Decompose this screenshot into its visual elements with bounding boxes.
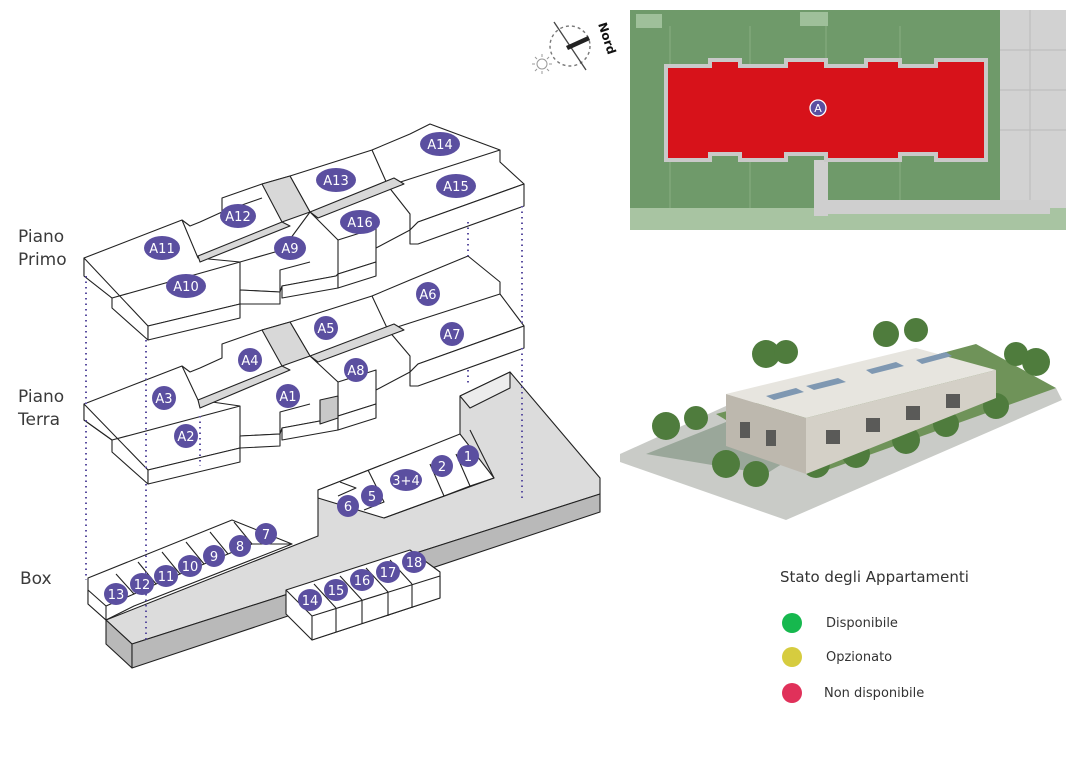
- level-label-box: Box: [20, 569, 52, 589]
- unit-badge-box-9[interactable]: [203, 545, 225, 567]
- building-render-image: [620, 318, 1062, 520]
- unit-badge-box-17[interactable]: [376, 561, 400, 583]
- unit-badge-box-14[interactable]: [298, 589, 322, 611]
- unit-badge-label: A16: [347, 216, 372, 231]
- unit-badge-label: 17: [380, 566, 397, 581]
- status-dot-icon: [782, 683, 802, 703]
- unit-badge-terra-A5[interactable]: [314, 316, 338, 340]
- unit-badge-primo-A9[interactable]: [274, 236, 306, 260]
- unit-badge-label: A12: [225, 210, 250, 225]
- unit-badge-terra-A1[interactable]: [276, 384, 300, 408]
- unit-badge-label: A5: [317, 322, 334, 337]
- unit-badge-box-8[interactable]: [229, 535, 251, 557]
- unit-badge-box-3+4[interactable]: [390, 469, 422, 491]
- unit-badge-label: 11: [158, 570, 175, 585]
- unit-badge-terra-A2[interactable]: [174, 424, 198, 448]
- unit-badge-label: A11: [149, 242, 174, 257]
- unit-badge-primo-A16[interactable]: [340, 210, 380, 234]
- unit-badge-label: 6: [344, 500, 352, 515]
- legend-item-opzionato: Opzionato: [782, 646, 892, 668]
- unit-badge-label: A13: [323, 174, 348, 189]
- unit-badge-terra-A8[interactable]: [344, 358, 368, 382]
- unit-badge-box-15[interactable]: [324, 579, 348, 601]
- unit-badge-box-5[interactable]: [361, 485, 383, 507]
- status-dot-icon: [782, 647, 802, 667]
- status-dot-icon: [782, 613, 802, 633]
- unit-badge-primo-A13[interactable]: [316, 168, 356, 192]
- level-label-line: Piano: [18, 227, 65, 247]
- unit-badge-primo-A11[interactable]: [144, 236, 180, 260]
- alignment-lines: [85, 206, 523, 640]
- unit-badge-label: A15: [443, 180, 468, 195]
- unit-badge-label: A2: [177, 430, 194, 445]
- unit-badge-primo-A14[interactable]: [420, 132, 460, 156]
- unit-badge-label: A14: [427, 138, 452, 153]
- compass-label: Nord: [595, 21, 618, 57]
- unit-badge-label: 1: [464, 450, 472, 465]
- level-label-piano-primo: Piano Primo: [18, 226, 67, 272]
- unit-badge-box-6[interactable]: [337, 495, 359, 517]
- floor-piano-terra: [83, 255, 525, 485]
- unit-badge-label: A1: [279, 390, 296, 405]
- site-plan-map[interactable]: A: [630, 10, 1066, 230]
- unit-badge-label: A9: [281, 242, 298, 257]
- level-label-line: Terra: [18, 410, 61, 430]
- unit-badge-label: A7: [443, 328, 460, 343]
- north-arrow-icon: [566, 36, 590, 50]
- legend-label: Disponibile: [826, 615, 898, 631]
- level-label-piano-terra: Piano Terra: [18, 386, 64, 432]
- unit-badge-terra-A6[interactable]: [416, 282, 440, 306]
- unit-badge-box-7[interactable]: [255, 523, 277, 545]
- legend-label: Opzionato: [826, 649, 893, 665]
- building-marker[interactable]: [809, 99, 827, 117]
- unit-badge-label: 14: [302, 594, 319, 609]
- unit-badge-label: A6: [419, 288, 436, 303]
- level-label-line: Primo: [18, 250, 67, 270]
- unit-badge-label: 5: [368, 490, 376, 505]
- unit-badge-label: 15: [328, 584, 345, 599]
- legend-item-disponibile: Disponibile: [782, 612, 898, 634]
- unit-badge-label: 2: [438, 460, 446, 475]
- unit-badge-primo-A10[interactable]: [166, 274, 206, 298]
- unit-badge-terra-A7[interactable]: [440, 322, 464, 346]
- unit-badge-label: A10: [173, 280, 198, 295]
- unit-badge-label: 10: [182, 560, 199, 575]
- unit-badge-label: 18: [406, 556, 423, 571]
- unit-badge-label: 12: [134, 578, 151, 593]
- legend-title: Stato degli Appartamenti: [780, 568, 969, 586]
- building-marker-label: A: [814, 102, 822, 115]
- unit-badge-box-13[interactable]: [104, 583, 128, 605]
- unit-badge-box-2[interactable]: [431, 455, 453, 477]
- unit-badge-box-12[interactable]: [130, 573, 154, 595]
- unit-badge-label: A4: [241, 354, 258, 369]
- unit-badge-box-18[interactable]: [402, 551, 426, 573]
- unit-badge-terra-A3[interactable]: [152, 386, 176, 410]
- north-compass: Nord: [532, 21, 619, 74]
- level-label-line: Piano: [18, 387, 65, 407]
- legend-item-non-disponibile: Non disponibile: [782, 682, 924, 704]
- unit-badge-label: 16: [354, 574, 371, 589]
- unit-badge-primo-A12[interactable]: [220, 204, 256, 228]
- unit-badge-label: 13: [108, 588, 125, 603]
- unit-badge-box-1[interactable]: [457, 445, 479, 467]
- compass-ring-icon: [549, 25, 591, 67]
- unit-badge-box-10[interactable]: [178, 555, 202, 577]
- unit-badge-label: A8: [347, 364, 364, 379]
- unit-badge-label: 8: [236, 540, 244, 555]
- legend-label: Non disponibile: [824, 685, 925, 701]
- sun-icon: [532, 54, 552, 74]
- unit-badge-primo-A15[interactable]: [436, 174, 476, 198]
- unit-badge-terra-A4[interactable]: [238, 348, 262, 372]
- unit-badge-box-11[interactable]: [154, 565, 178, 587]
- unit-badge-label: 7: [262, 528, 270, 543]
- unit-badge-box-16[interactable]: [350, 569, 374, 591]
- unit-badge-label: 3+4: [392, 474, 419, 489]
- unit-badge-label: A3: [155, 392, 172, 407]
- unit-badge-label: 9: [210, 550, 218, 565]
